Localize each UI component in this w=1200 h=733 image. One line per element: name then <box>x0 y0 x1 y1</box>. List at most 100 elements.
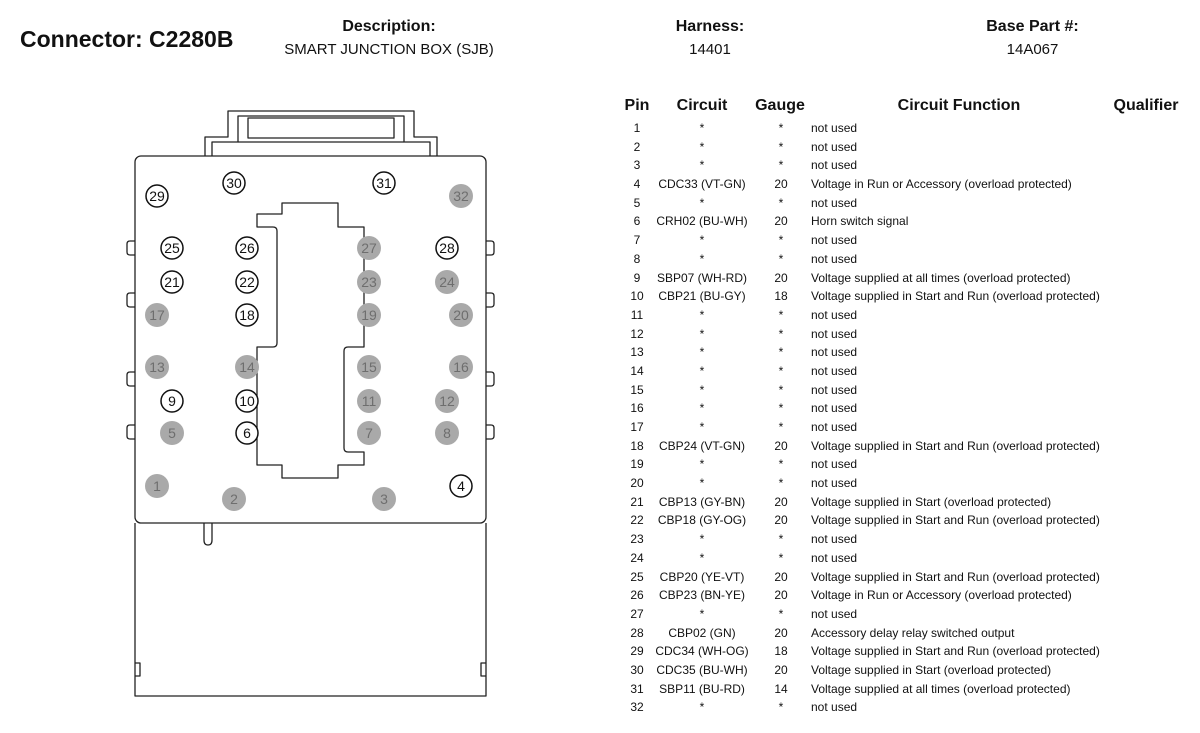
table-header: Pin Circuit Gauge Circuit Function Quali… <box>620 95 1195 119</box>
pin-number-label: 5 <box>168 425 176 441</box>
col-header-circuit: Circuit <box>676 97 728 114</box>
pin-9: 9 <box>160 389 184 413</box>
function-cell: Voltage supplied in Start and Run (overl… <box>811 513 1100 528</box>
description-block: Description: SMART JUNCTION BOX (SJB) <box>255 17 523 60</box>
function-cell: Voltage in Run or Accessory (overload pr… <box>811 588 1072 603</box>
table-row: 16**not used <box>620 399 1195 418</box>
pin-20: 20 <box>449 303 473 327</box>
pin-cavity <box>357 421 381 445</box>
pin-number-label: 2 <box>230 491 238 507</box>
circuit-cell: CBP21 (BU-GY) <box>658 289 746 304</box>
pin-number-label: 8 <box>443 425 451 441</box>
gauge-cell: * <box>778 326 784 341</box>
base-part-block: Base Part #: 14A067 <box>965 17 1100 60</box>
pin-5: 5 <box>160 421 184 445</box>
pin-17: 17 <box>145 303 169 327</box>
pin-cavity <box>357 389 381 413</box>
circuit-cell: CBP24 (VT-GN) <box>658 438 746 453</box>
circuit-cell: CDC34 (WH-OG) <box>655 644 749 659</box>
pin-cell: 2 <box>633 139 641 154</box>
circuit-cell: CBP18 (GY-OG) <box>657 513 747 528</box>
pin-cell: 32 <box>630 700 644 715</box>
pin-cavity <box>222 171 246 195</box>
circuit-cell: CBP23 (BN-YE) <box>658 588 746 603</box>
function-cell: Voltage supplied in Start and Run (overl… <box>811 644 1100 659</box>
gauge-cell: * <box>778 606 784 621</box>
function-cell: not used <box>811 420 858 434</box>
pin-number-label: 12 <box>439 393 455 409</box>
pin-number-label: 13 <box>149 359 165 375</box>
function-cell: Voltage in Run or Accessory (overload pr… <box>811 177 1072 192</box>
pin-cavity <box>449 355 473 379</box>
table-row: 12**not used <box>620 325 1195 344</box>
circuit-cell: CBP13 (GY-BN) <box>658 494 746 509</box>
pin-number-label: 14 <box>239 359 255 375</box>
pin-cavity <box>235 270 259 294</box>
pin-cell: 4 <box>633 177 641 192</box>
pin-cell: 16 <box>630 401 644 416</box>
base-part-label: Base Part #: <box>986 18 1079 35</box>
gauge-cell: 20 <box>774 438 788 453</box>
pin-cavity <box>357 236 381 260</box>
pin-cavity <box>372 171 396 195</box>
pin-12: 12 <box>435 389 459 413</box>
function-cell: Voltage supplied in Start and Run (overl… <box>811 289 1100 304</box>
pin-cavity <box>145 303 169 327</box>
pin-31: 31 <box>372 171 396 195</box>
col-header-circuit-function: Circuit Function <box>897 97 1021 114</box>
pin-28: 28 <box>435 236 459 260</box>
table-row: 8**not used <box>620 250 1195 269</box>
gauge-cell: * <box>778 139 784 154</box>
pin-cavity <box>435 389 459 413</box>
pin-number-label: 32 <box>453 188 469 204</box>
pin-number-label: 30 <box>226 175 242 191</box>
pin-number-label: 18 <box>239 307 255 323</box>
pin-22: 22 <box>235 270 259 294</box>
gauge-cell: 20 <box>774 662 788 677</box>
pin-cell: 29 <box>630 644 644 659</box>
pin-1: 1 <box>145 474 169 498</box>
pin-25: 25 <box>160 236 184 260</box>
pin-21: 21 <box>160 270 184 294</box>
gauge-cell: * <box>778 158 784 173</box>
circuit-cell: SBP07 (WH-RD) <box>656 270 748 285</box>
gauge-cell: * <box>778 363 784 378</box>
pin-24: 24 <box>435 270 459 294</box>
pin-number-label: 31 <box>376 175 392 191</box>
circuit-cell: * <box>699 401 705 416</box>
function-cell: Accessory delay relay switched output <box>811 625 1015 640</box>
gauge-cell: 18 <box>774 644 788 659</box>
circuit-cell: * <box>699 195 705 210</box>
gauge-cell: * <box>778 345 784 360</box>
pin-cell: 31 <box>630 681 644 696</box>
gauge-cell: * <box>778 476 784 491</box>
pin-14: 14 <box>235 355 259 379</box>
pin-table: Pin Circuit Gauge Circuit Function Quali… <box>620 95 1195 717</box>
function-cell: not used <box>811 476 858 491</box>
pin-cell: 27 <box>630 606 644 621</box>
pin-23: 23 <box>357 270 381 294</box>
gauge-cell: 20 <box>774 588 788 603</box>
function-cell: not used <box>811 158 858 173</box>
circuit-cell: * <box>699 363 705 378</box>
pin-number-label: 23 <box>361 274 377 290</box>
circuit-cell: * <box>699 606 705 621</box>
table-row: 14**not used <box>620 362 1195 381</box>
pin-cavity <box>160 389 184 413</box>
pin-cell: 28 <box>630 625 644 640</box>
table-row: 3**not used <box>620 156 1195 175</box>
col-header-qualifier: Qualifier <box>1113 97 1179 114</box>
function-cell: Voltage supplied in Start and Run (overl… <box>811 438 1100 453</box>
pin-cell: 17 <box>630 420 644 434</box>
pin-cell: 26 <box>630 588 644 603</box>
pin-2: 2 <box>222 487 246 511</box>
pin-cavity <box>449 474 473 498</box>
circuit-cell: * <box>699 457 705 472</box>
pin-cell: 8 <box>633 251 641 266</box>
